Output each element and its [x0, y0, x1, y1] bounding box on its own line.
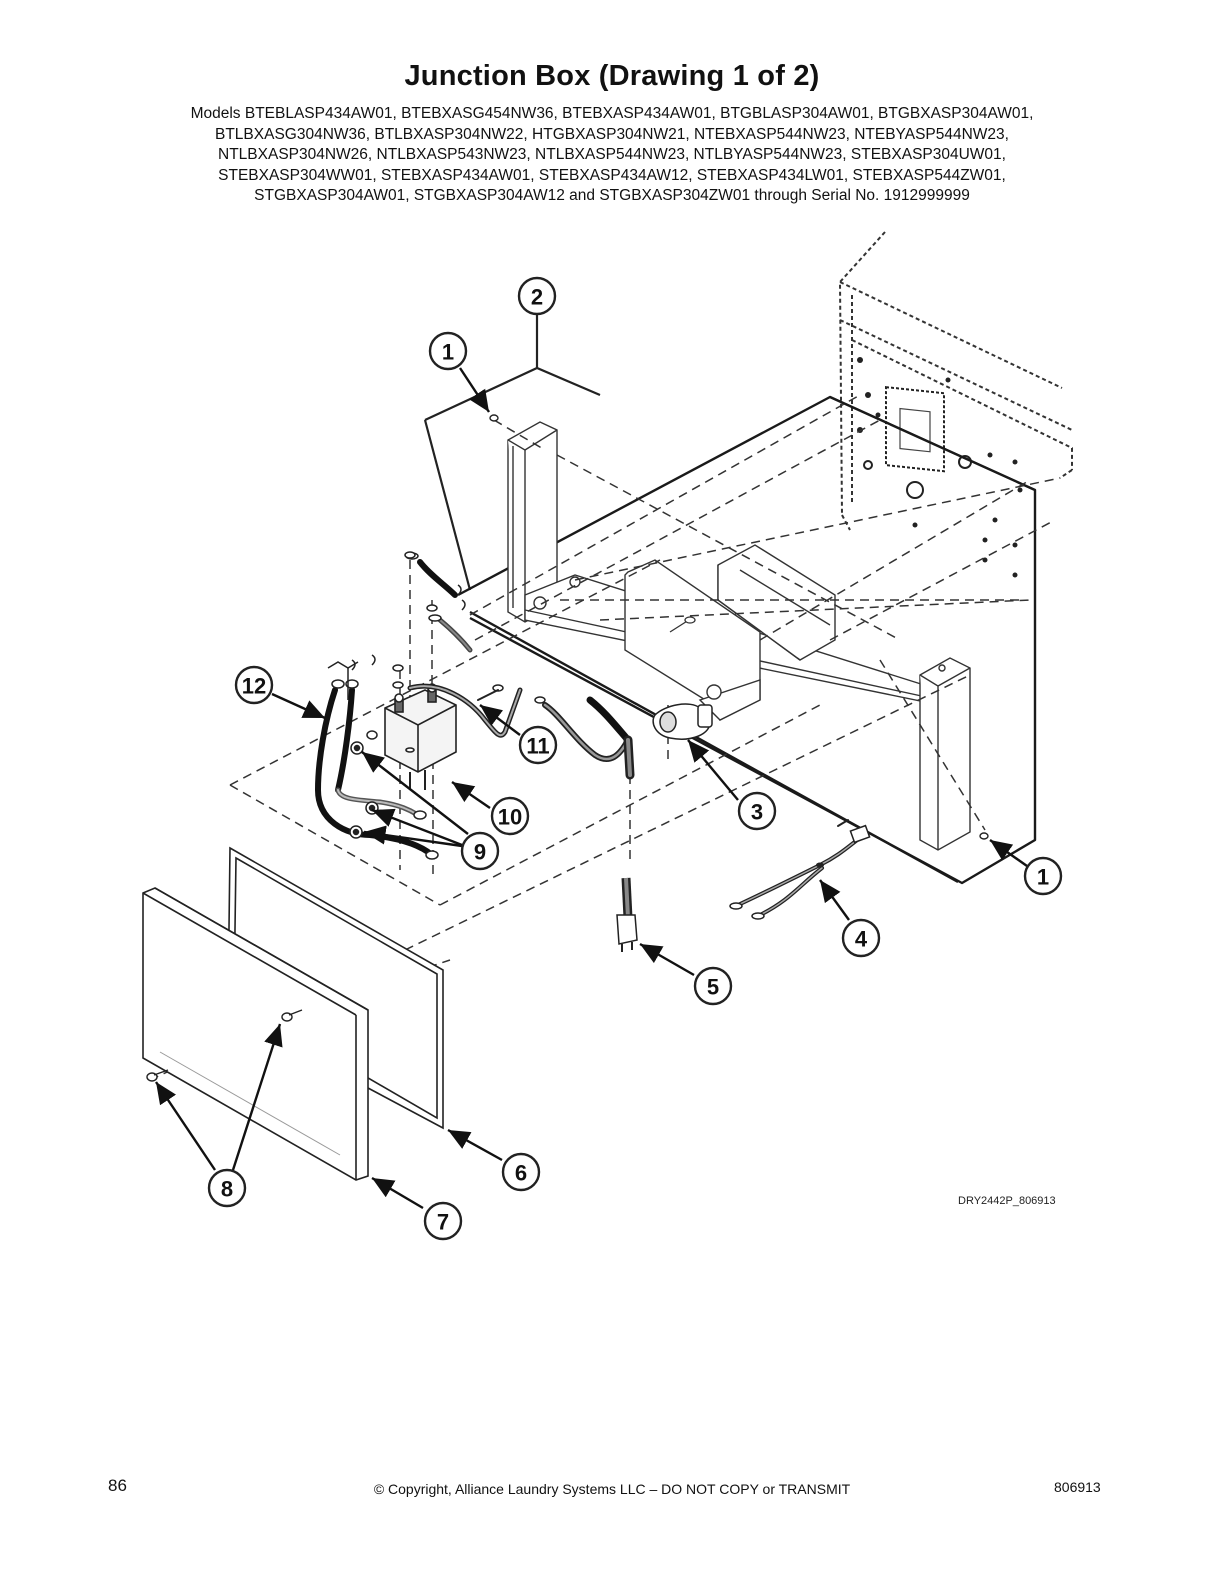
callout-10: 10 — [490, 796, 530, 836]
hex-nuts — [349, 551, 546, 839]
svg-text:6: 6 — [515, 1161, 527, 1186]
callout-8: 8 — [207, 1168, 247, 1208]
wire-harness — [729, 819, 871, 920]
svg-text:11: 11 — [526, 734, 549, 759]
right-upright-bracket — [919, 657, 971, 851]
svg-text:10: 10 — [498, 805, 522, 830]
models-line: STEBXASP304WW01, STEBXASP434AW01, STEBXA… — [218, 166, 1006, 184]
page-title: Junction Box (Drawing 1 of 2) — [404, 60, 820, 92]
copyright-notice: © Copyright, Alliance Laundry Systems LL… — [373, 1481, 851, 1497]
callout-1-top: 1 — [428, 331, 468, 371]
ground-wire-upper — [405, 552, 473, 653]
callout-1-right: 1 — [1023, 856, 1063, 896]
callout-9: 9 — [460, 831, 500, 871]
models-line: BTLBXASG304NW36, BTLBXASP304NW22, HTGBXA… — [215, 125, 1009, 143]
callout-6: 6 — [501, 1152, 541, 1192]
svg-text:12: 12 — [242, 674, 266, 699]
emi-filter — [384, 683, 457, 790]
callout-11: 11 — [518, 725, 558, 765]
callout-2: 2 — [517, 276, 557, 316]
svg-text:5: 5 — [707, 975, 719, 1000]
svg-text:8: 8 — [221, 1177, 233, 1202]
left-upright-bracket — [507, 421, 558, 623]
callout-12: 12 — [234, 665, 274, 705]
svg-text:4: 4 — [855, 927, 868, 952]
models-line: NTLBXASP304NW26, NTLBXASP543NW23, NTLBXA… — [218, 146, 1006, 163]
callout-3: 3 — [737, 791, 777, 831]
svg-text:7: 7 — [437, 1210, 449, 1235]
drawing-reference-code: DRY2442P_806913 — [958, 1195, 1056, 1207]
models-line: STGBXASP304AW01, STGBXASP304AW12 and STG… — [254, 187, 970, 204]
assembly-alignment-lines — [149, 394, 1061, 1173]
svg-text:2: 2 — [531, 285, 543, 310]
svg-text:9: 9 — [474, 840, 486, 865]
power-cord-wires — [542, 696, 635, 780]
document-number: 806913 — [1054, 1479, 1101, 1495]
svg-text:1: 1 — [1037, 865, 1049, 890]
callout-7: 7 — [423, 1201, 463, 1241]
power-cord-plug — [616, 877, 638, 952]
cover-screws — [146, 414, 989, 1082]
cabinet-panel-holes — [857, 357, 1023, 578]
strain-relief-grommet — [652, 703, 713, 740]
junction-box-bracket — [457, 395, 1037, 885]
plate-screw — [669, 616, 696, 633]
bracket-marks — [327, 661, 359, 700]
svg-text:3: 3 — [751, 800, 763, 825]
callout-leaders — [155, 367, 1028, 1210]
terminal-block-opening — [885, 386, 945, 473]
callout-4: 4 — [841, 918, 881, 958]
svg-text:1: 1 — [442, 340, 454, 365]
models-list: Models BTEBLASP434AW01, BTEBXASG454NW36,… — [90, 104, 1134, 207]
dryer-cabinet-outline — [838, 231, 1073, 531]
component-mounting-plate — [624, 544, 836, 721]
junction-box-cover — [142, 887, 369, 1181]
ground-wire-assembly — [314, 679, 439, 860]
callout-5: 5 — [693, 966, 733, 1006]
page-number: 86 — [108, 1476, 127, 1495]
models-line: Models BTEBLASP434AW01, BTEBXASG454NW36,… — [190, 105, 1034, 122]
